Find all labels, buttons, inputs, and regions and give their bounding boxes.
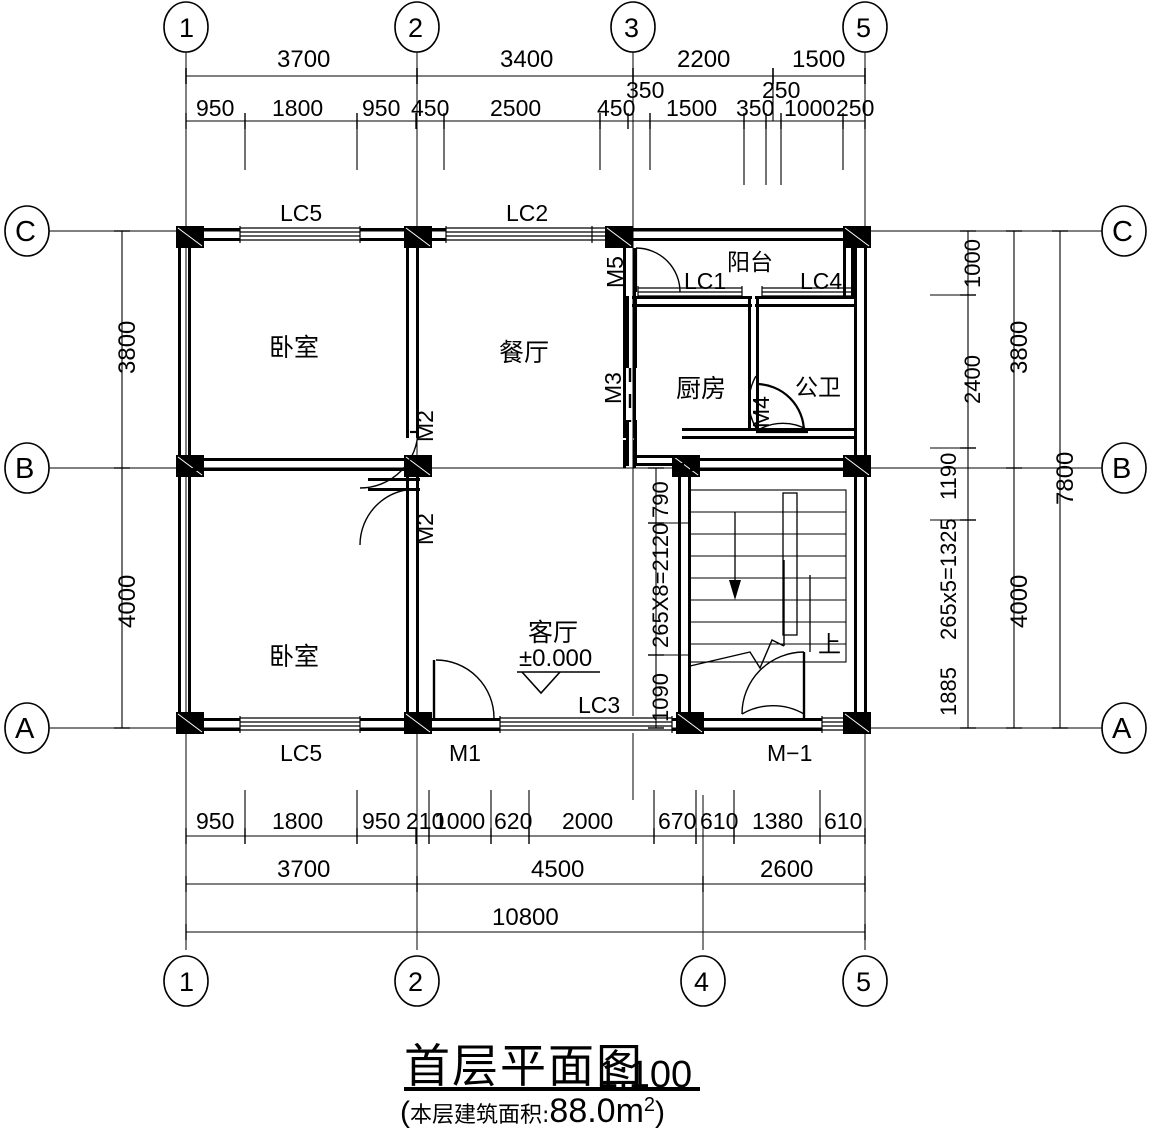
grid-bubble-bottom-2: 2 xyxy=(408,967,424,997)
dim-stair-790: 790 xyxy=(648,481,673,518)
grid-bubble-right-c: C xyxy=(1112,216,1133,248)
grid-bubble-top-2: 2 xyxy=(408,13,424,43)
room-label-balcony: 阳台 xyxy=(727,250,773,276)
window-tag-lc1: LC1 xyxy=(684,268,727,294)
door-tag-m2-upper: M2 xyxy=(412,410,438,442)
room-label-kitchen: 厨房 xyxy=(676,374,727,403)
window-tag-lc5-bottom: LC5 xyxy=(280,740,323,766)
dim-top-inner-450a: 450 xyxy=(411,95,450,121)
dim-right-2400: 2400 xyxy=(960,355,985,404)
elevation-value: ±0.000 xyxy=(519,645,593,672)
window-tag-lc5-top: LC5 xyxy=(280,200,323,226)
area-value: 88.0m xyxy=(549,1092,644,1130)
dim-bot-inner-610a: 610 xyxy=(700,808,739,834)
dim-top-inner-250a: 250 xyxy=(762,77,801,103)
dim-top-inner-1500: 1500 xyxy=(666,95,718,121)
window-tag-lc4: LC4 xyxy=(800,268,843,294)
dim-top-outer-3700: 3700 xyxy=(277,46,331,73)
dim-top-inner-950b: 950 xyxy=(362,95,401,121)
dim-stair-265x8: 265X8=2120 xyxy=(648,522,673,648)
dim-bot-inner-1800: 1800 xyxy=(272,808,324,834)
dim-top-inner-950a: 950 xyxy=(196,95,235,121)
door-tag-m2-lower: M2 xyxy=(412,513,438,545)
dim-bot-inner-610b: 610 xyxy=(824,808,863,834)
dim-bot-inner-950b: 950 xyxy=(362,808,401,834)
dim-left-4000: 4000 xyxy=(114,574,141,628)
dim-top-inner-1800: 1800 xyxy=(272,95,324,121)
window-tag-lc2: LC2 xyxy=(506,200,549,226)
dim-top-inner-2500: 2500 xyxy=(490,95,542,121)
door-swings xyxy=(359,247,809,719)
dim-bot-inner-950a: 950 xyxy=(196,808,235,834)
room-label-bathroom: 公卫 xyxy=(795,375,841,401)
room-label-dining: 餐厅 xyxy=(499,338,550,367)
drawing-title: 首层平面图 xyxy=(404,1039,644,1093)
room-label-living: 客厅 xyxy=(528,618,579,647)
dim-right-mid-4000: 4000 xyxy=(1006,574,1033,628)
stair-direction-label: 上 xyxy=(818,632,841,658)
grid-bubble-right-b: B xyxy=(1112,453,1132,485)
room-label-bedroom-lower: 卧室 xyxy=(269,642,320,671)
grid-bubble-left-b: B xyxy=(15,453,35,485)
column-hatch xyxy=(177,227,870,733)
dim-bot-inner-210: 210 xyxy=(406,808,445,834)
grid-bubble-right-a: A xyxy=(1112,713,1132,745)
dim-bot-inner-620: 620 xyxy=(494,808,533,834)
elevation-symbol xyxy=(517,671,600,695)
dim-bot-inner-2000: 2000 xyxy=(562,808,614,834)
grid-bubble-bottom-5: 5 xyxy=(856,967,872,997)
grid-bubble-left-a: A xyxy=(15,713,35,745)
door-tag-m-1: M−1 xyxy=(767,740,813,766)
dim-stair-1090: 1090 xyxy=(648,673,673,722)
dim-top-inner-450b: 450 xyxy=(597,95,636,121)
dim-bot-inner-1000: 1000 xyxy=(434,808,486,834)
dim-right-1000: 1000 xyxy=(960,239,985,288)
drawing-area-note: (本层建筑面积:88.0m2) xyxy=(400,1092,665,1131)
grid-bubble-bottom-1: 1 xyxy=(179,967,195,997)
area-sup: 2 xyxy=(643,1094,656,1116)
door-tag-m4: M4 xyxy=(748,396,774,428)
drawing-scale: 1:100 xyxy=(597,1054,693,1096)
dim-top-outer-2200: 2200 xyxy=(677,46,731,73)
dim-top-inner-1000: 1000 xyxy=(784,95,836,121)
dim-right-outer-7800: 7800 xyxy=(1052,451,1079,505)
dim-bot-mid-2600: 2600 xyxy=(760,856,814,883)
dim-top-inner-350b: 350 xyxy=(736,95,775,121)
dim-top-inner-350a: 350 xyxy=(626,77,665,103)
dim-bot-mid-3700: 3700 xyxy=(277,856,331,883)
door-tag-m3: M3 xyxy=(600,372,626,404)
dimension-lines xyxy=(114,68,1068,940)
window-tag-lc3: LC3 xyxy=(578,692,621,718)
grid-bubble-top-5: 5 xyxy=(856,13,872,43)
dim-bot-inner-670: 670 xyxy=(658,808,697,834)
dim-bot-outer-10800: 10800 xyxy=(492,904,559,931)
area-paren-open: ( xyxy=(400,1096,410,1129)
door-tag-m5: M5 xyxy=(602,256,628,288)
area-paren-close: ) xyxy=(655,1096,666,1129)
door-tag-m1: M1 xyxy=(449,740,481,766)
dim-left-3800: 3800 xyxy=(114,320,141,374)
grid-bubble-top-3: 3 xyxy=(624,13,640,43)
dim-top-outer-3400: 3400 xyxy=(500,46,554,73)
grid-bubble-bottom-4: 4 xyxy=(694,967,710,997)
stair xyxy=(689,489,847,670)
room-label-bedroom-upper: 卧室 xyxy=(269,333,320,362)
dim-right-265x5: 265x5=1325 xyxy=(936,518,961,640)
dim-right-1190: 1190 xyxy=(936,452,961,500)
area-label: 本层建筑面积: xyxy=(410,1103,550,1128)
dim-top-outer-1500: 1500 xyxy=(792,46,846,73)
dim-bot-mid-4500: 4500 xyxy=(531,856,585,883)
dim-top-inner-250b: 250 xyxy=(836,95,875,121)
dim-bot-inner-1380: 1380 xyxy=(752,808,804,834)
grid-bubble-top-1: 1 xyxy=(179,13,195,43)
dim-right-mid-3800: 3800 xyxy=(1006,320,1033,374)
grid-bubble-left-c: C xyxy=(15,216,36,248)
dim-right-1885: 1885 xyxy=(936,667,961,716)
